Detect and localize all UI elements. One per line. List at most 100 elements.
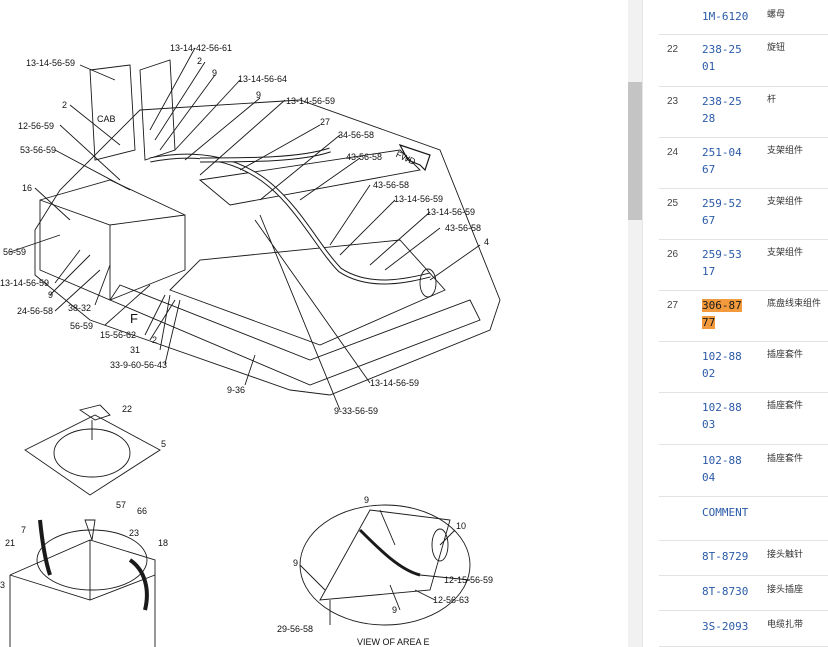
callout-label: 7 xyxy=(21,525,26,535)
callout-label: 23 xyxy=(129,528,139,538)
callout-label: 43-56-58 xyxy=(445,223,481,233)
part-name: 底盘线束组件 xyxy=(767,299,822,309)
callout-label: 9 xyxy=(293,558,298,568)
part-name: 电缆扎带 xyxy=(767,620,804,630)
part-number-link[interactable]: 1M-6120 xyxy=(702,10,749,23)
part-name: 螺母 xyxy=(767,10,786,20)
callout-label: 9 xyxy=(212,68,217,78)
part-row[interactable]: COMMENT xyxy=(659,496,828,541)
part-row[interactable]: 23 238-2528 杆 xyxy=(659,86,828,138)
parts-list: 1M-6120 螺母 22 238-2501 旋钮 23 238-2528 杆 … xyxy=(642,0,828,647)
part-row[interactable]: 8T-8730 接头插座 xyxy=(659,575,828,611)
part-number-link[interactable]: 259-5267 xyxy=(702,197,742,227)
callout-label: 2 xyxy=(197,56,202,66)
part-row[interactable]: 8T-8729 接头触针 xyxy=(659,540,828,576)
part-name: 接头插座 xyxy=(767,585,804,595)
part-position: 27 xyxy=(667,300,679,311)
part-row[interactable]: 102-8803 插座套件 xyxy=(659,392,828,445)
callout-label: 2 xyxy=(152,335,157,345)
callout-label: 16 xyxy=(22,183,32,193)
part-position: 24 xyxy=(667,147,679,158)
part-name: 支架组件 xyxy=(767,146,804,156)
callout-label: 5 xyxy=(161,439,166,449)
callout-label: 43-56-58 xyxy=(346,152,382,162)
callout-label: 2 xyxy=(62,100,67,110)
callout-label: 12-56-63 xyxy=(433,595,469,605)
part-number-link[interactable]: 251-0467 xyxy=(702,146,742,176)
callout-label: 4 xyxy=(484,237,489,247)
part-name: 杆 xyxy=(767,95,777,105)
part-number-link[interactable]: 3S-2093 xyxy=(702,620,749,633)
part-name: 旋钮 xyxy=(767,43,786,53)
callout-label: 13-14-56-59 xyxy=(370,378,419,388)
scrollbar-thumb[interactable] xyxy=(628,82,642,220)
part-comment-link[interactable]: COMMENT xyxy=(702,506,749,519)
part-name: 支架组件 xyxy=(767,248,804,258)
part-number-link[interactable]: 238-2528 xyxy=(702,95,742,125)
callout-label: 18 xyxy=(158,538,168,548)
callout-label: 12-15-56-59 xyxy=(444,575,493,585)
view-caption: VIEW OF AREA E xyxy=(357,637,430,647)
part-row[interactable]: 102-8804 插座套件 xyxy=(659,444,828,497)
callout-label: CAB xyxy=(97,114,116,124)
callout-label: 56-59 xyxy=(3,247,26,257)
callout-label: 9-36 xyxy=(227,385,245,395)
callout-label: 57 xyxy=(116,500,126,510)
part-name: 插座套件 xyxy=(767,350,804,360)
diagram-drawing: FWD 13-14-56-59 13-14-42-56-61 2 9 13-14… xyxy=(0,43,501,647)
callout-label: 9-33-56-59 xyxy=(334,406,378,416)
part-name: 接头触针 xyxy=(767,550,804,560)
callout-label: 9 xyxy=(48,290,53,300)
callout-label: 66 xyxy=(137,506,147,516)
part-row[interactable]: 26 259-5317 支架组件 xyxy=(659,239,828,291)
callout-label: 13-14-56-59 xyxy=(426,207,475,217)
callout-label: F xyxy=(130,311,138,326)
callout-label: 13-14-56-64 xyxy=(238,74,287,84)
part-position: 23 xyxy=(667,96,679,107)
part-number-link[interactable]: 238-2501 xyxy=(702,43,742,73)
callout-label: 10 xyxy=(456,521,466,531)
part-row[interactable]: 3S-2093 电缆扎带 xyxy=(659,610,828,647)
part-number-link[interactable]: 259-5317 xyxy=(702,248,742,278)
callout-label: 31 xyxy=(130,345,140,355)
callout-label: 13-14-56-59 xyxy=(286,96,335,106)
part-number-link[interactable]: 8T-8729 xyxy=(702,550,749,563)
callout-label: 27 xyxy=(320,117,330,127)
callout-label: 43-56-58 xyxy=(373,180,409,190)
part-number-link[interactable]: 102-8802 xyxy=(702,350,742,380)
callout-label: 22 xyxy=(122,404,132,414)
part-number-highlight: 306-8777 xyxy=(702,299,742,329)
callout-label: 56-59 xyxy=(70,321,93,331)
callout-label: 9 xyxy=(256,90,261,100)
part-name: 插座套件 xyxy=(767,454,804,464)
callout-label: 29-56-58 xyxy=(277,624,313,634)
part-row[interactable]: 25 259-5267 支架组件 xyxy=(659,188,828,240)
part-row[interactable]: 1M-6120 螺母 xyxy=(659,0,828,35)
callout-label: 13-14-42-56-61 xyxy=(170,43,232,53)
parts-diagram: FWD 13-14-56-59 13-14-42-56-61 2 9 13-14… xyxy=(0,43,501,647)
part-position: 22 xyxy=(667,44,679,55)
part-row[interactable]: 24 251-0467 支架组件 xyxy=(659,137,828,189)
part-name: 支架组件 xyxy=(767,197,804,207)
callout-label: 12-56-59 xyxy=(18,121,54,131)
part-row[interactable]: 102-8802 插座套件 xyxy=(659,341,828,393)
part-row-selected[interactable]: 27 306-8777 底盘线束组件 xyxy=(659,290,828,342)
part-number-link[interactable]: 102-8804 xyxy=(702,454,742,484)
callout-label: 13-14-56-59 xyxy=(0,278,49,288)
callout-label: 33-9-60-56-43 xyxy=(110,360,167,370)
callout-labels: 13-14-56-59 13-14-42-56-61 2 9 13-14-56-… xyxy=(0,43,493,647)
callout-label: 9 xyxy=(364,495,369,505)
part-number-link[interactable]: 102-8803 xyxy=(702,401,742,431)
callout-label: 34-56-58 xyxy=(338,130,374,140)
part-number-link[interactable]: 8T-8730 xyxy=(702,585,749,598)
callout-label: 15-56-62 xyxy=(100,330,136,340)
callout-label: 13-14-56-59 xyxy=(394,194,443,204)
part-name: 插座套件 xyxy=(767,401,804,411)
callout-label: 21 xyxy=(5,538,15,548)
part-position: 26 xyxy=(667,249,679,260)
part-row[interactable]: 22 238-2501 旋钮 xyxy=(659,34,828,87)
part-number-link[interactable]: 306-8777 xyxy=(702,297,742,331)
callout-label: 24-56-58 xyxy=(17,306,53,316)
callout-label: 38-32 xyxy=(68,303,91,313)
callout-label: 53-56-59 xyxy=(20,145,56,155)
